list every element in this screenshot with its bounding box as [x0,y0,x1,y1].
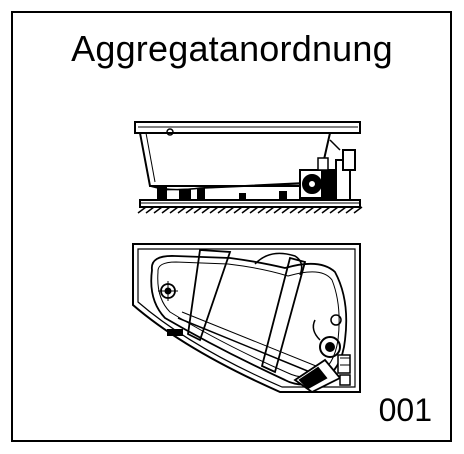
plan-view [132,243,361,394]
frame-bar [187,249,232,342]
side-elevation [134,121,361,208]
drawing-title: Aggregatanordnung [71,28,393,69]
plan-outline [132,243,361,393]
frame-bar [260,256,307,374]
floor-hatching [137,206,363,214]
pump-unit-side [299,139,356,201]
drawing-frame [11,11,452,442]
pump-unit-plan [293,314,351,394]
drawing-code: 001 [378,392,432,428]
tub-basin [150,255,348,386]
